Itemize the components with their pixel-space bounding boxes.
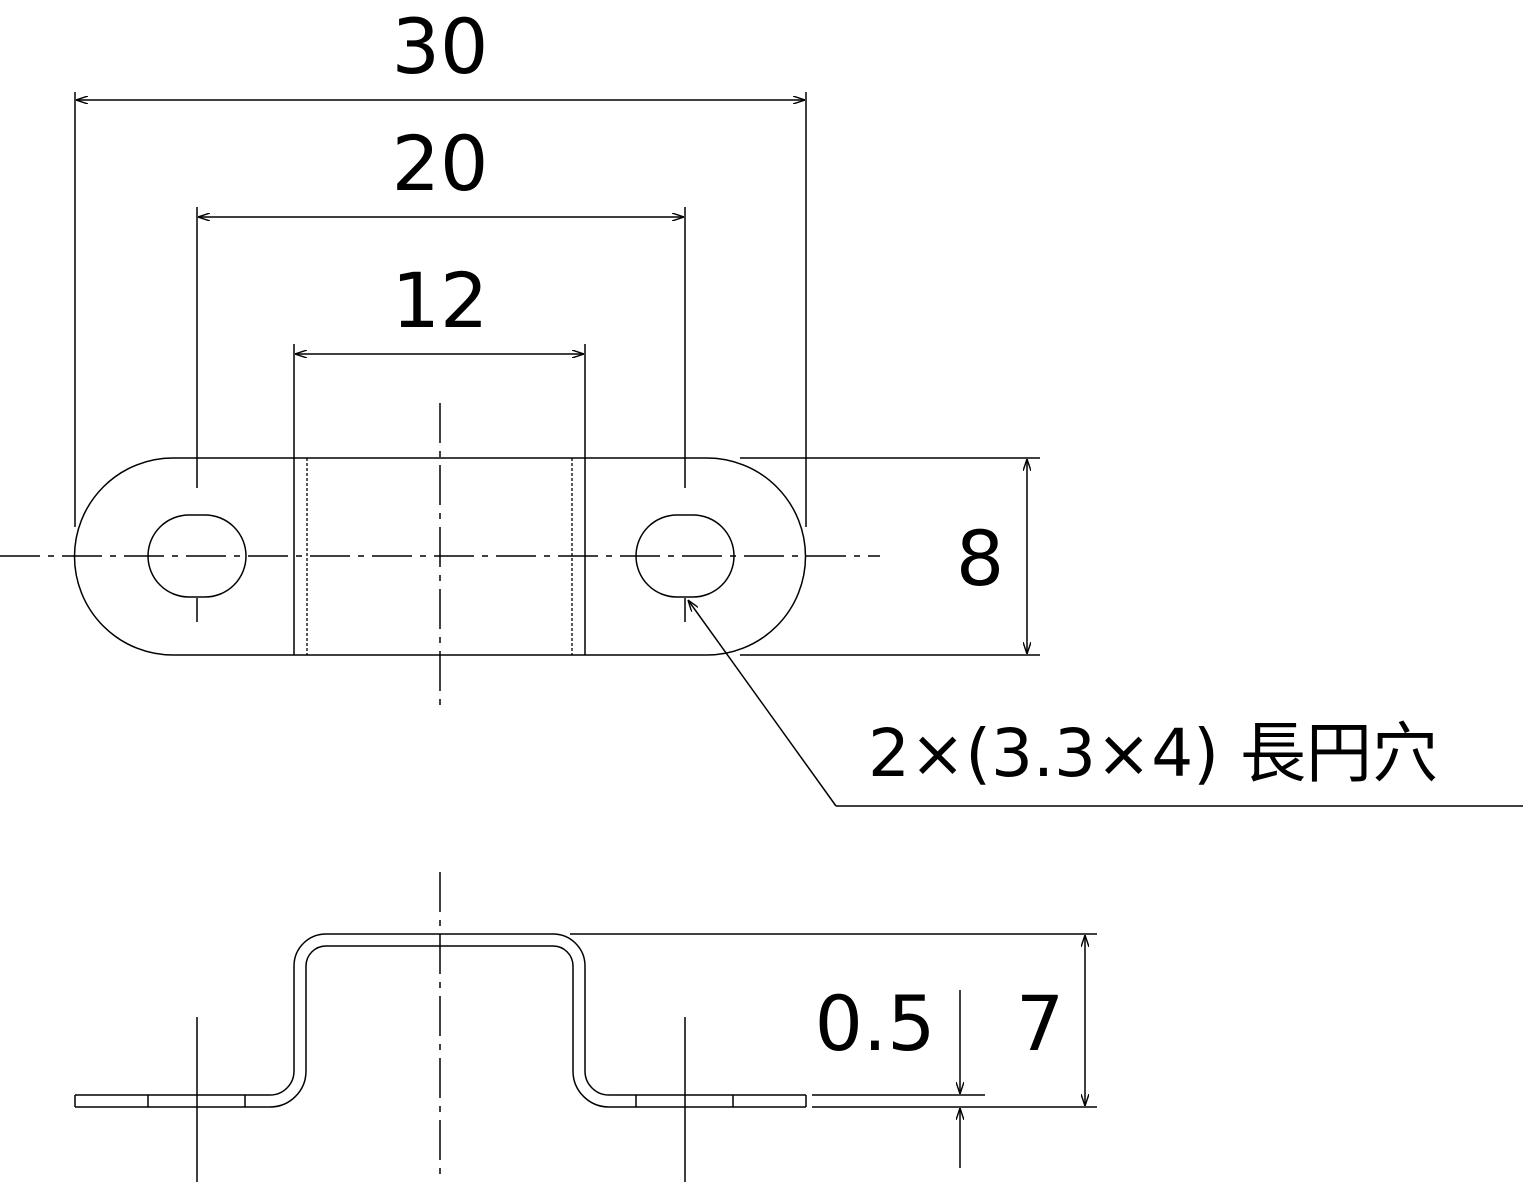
dimension-7-label: 7 <box>1016 979 1064 1068</box>
dimension-0-5-label: 0.5 <box>815 979 936 1068</box>
dimension-8: 8 <box>740 457 1040 656</box>
dimension-20: 20 <box>196 119 686 488</box>
dimension-12-label: 12 <box>392 256 489 345</box>
slot-note-leader: 2×(3.3×4) 長円穴 <box>688 600 1523 807</box>
dimension-12: 12 <box>293 256 586 458</box>
plate-side-view <box>74 872 807 1182</box>
dimension-30: 30 <box>74 2 807 527</box>
dimension-0-5: 0.5 <box>812 979 985 1168</box>
dimension-30-label: 30 <box>392 2 489 91</box>
dimension-7: 7 <box>570 933 1097 1108</box>
slot-note-text: 2×(3.3×4) 長円穴 <box>868 715 1438 792</box>
dimension-20-label: 20 <box>392 119 489 208</box>
dimension-8-label: 8 <box>956 514 1004 603</box>
plate-top-view <box>0 403 880 712</box>
